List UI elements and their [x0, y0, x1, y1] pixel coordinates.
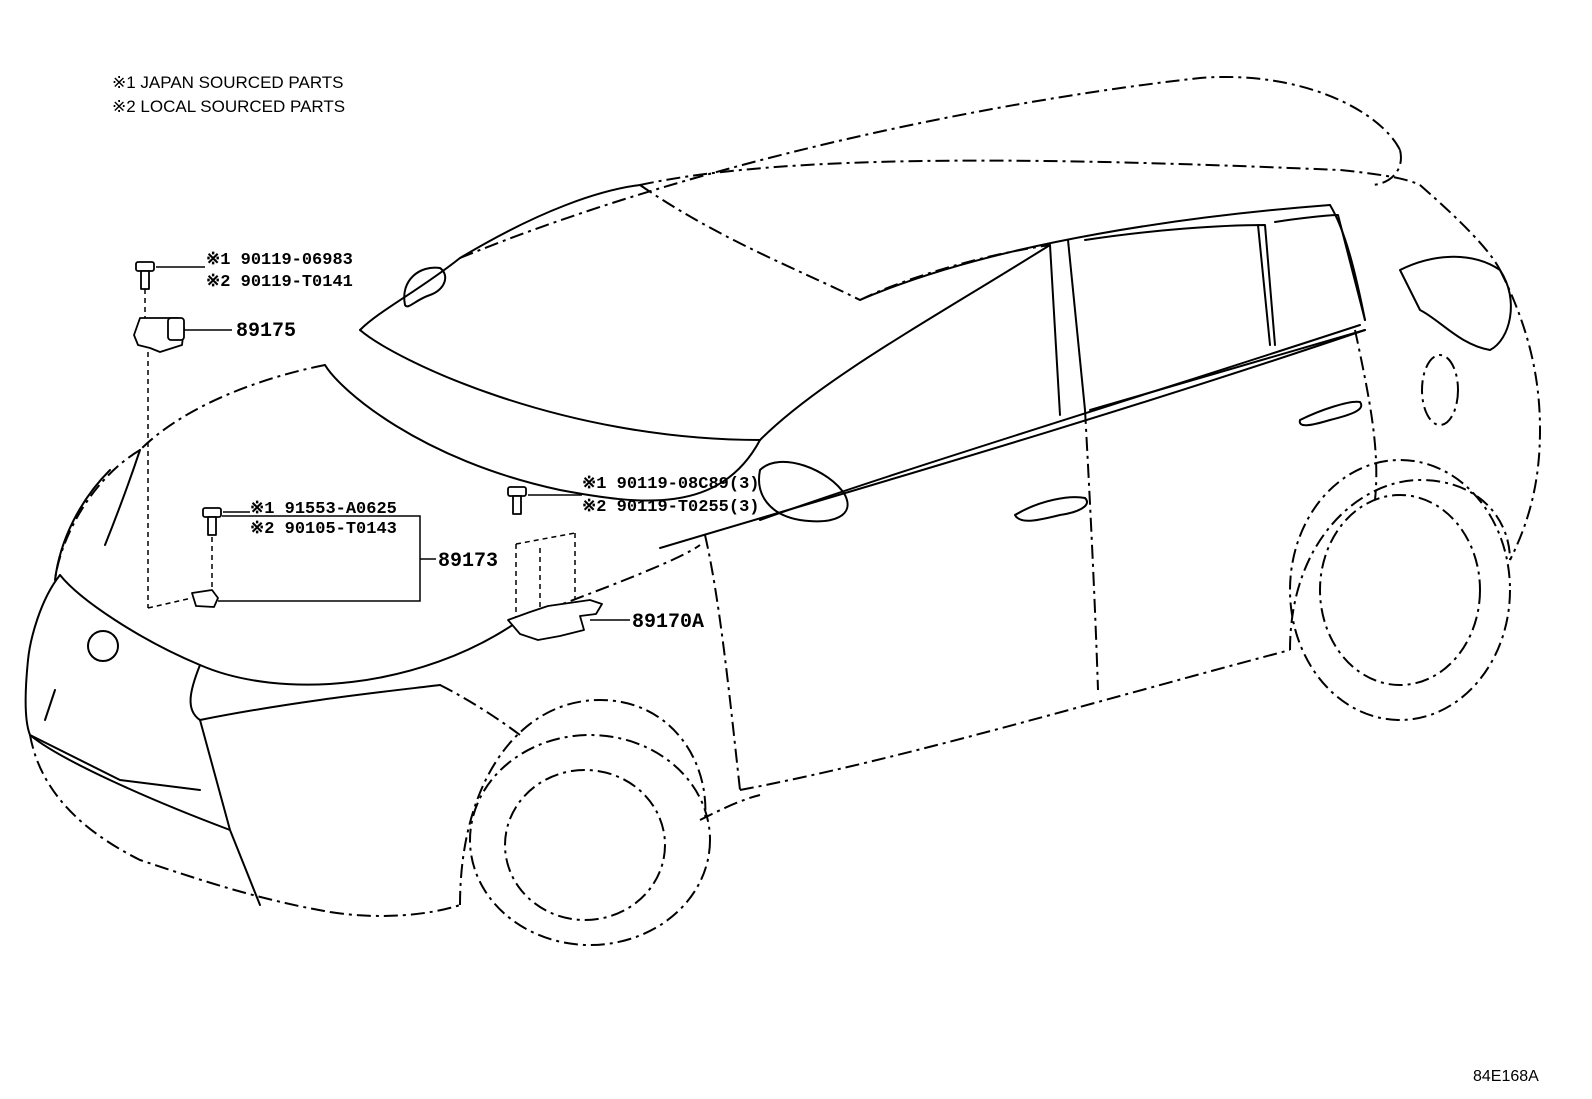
callout-89173: 89173 — [438, 550, 498, 573]
callout-bolt-top-local: ※2 90119-T0141 — [206, 273, 353, 292]
callout-bolt-mid-local: ※2 90105-T0143 — [250, 520, 397, 539]
bolt-mid — [202, 507, 250, 536]
callout-bolt-mid-jp: ※1 91553-A0625 — [250, 500, 397, 519]
callout-89175: 89175 — [236, 320, 296, 343]
note-japan-sourced: ※1 JAPAN SOURCED PARTS — [112, 73, 344, 92]
note-local-sourced: ※2 LOCAL SOURCED PARTS — [112, 97, 345, 116]
car-outline — [24, 76, 1541, 946]
bolt-right — [507, 486, 582, 515]
bolt-top — [135, 261, 205, 290]
callout-89170A: 89170A — [632, 611, 704, 634]
sensor-89170A — [507, 532, 630, 641]
sensor-89175 — [133, 317, 232, 353]
callout-bolt-top-jp: ※1 90119-06983 — [206, 251, 353, 270]
sensor-89173 — [191, 515, 436, 608]
callout-bolt-right-local: ※2 90119-T0255(3) — [582, 498, 759, 517]
diagram-code: 84E168A — [1473, 1068, 1539, 1085]
callout-bolt-right-jp: ※1 90119-08C89(3) — [582, 475, 759, 494]
